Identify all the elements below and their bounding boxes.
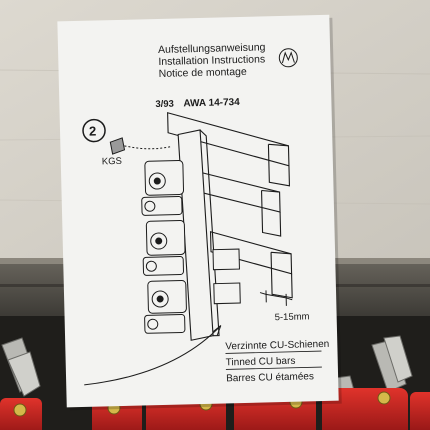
step-number: 2: [89, 124, 97, 139]
mounting-rail-drawing: [177, 129, 220, 341]
header-line-2: Installation Instructions: [158, 53, 265, 68]
caption-line-1: Verzinnte CU-Schienen: [225, 339, 329, 353]
caption-leader-arrow: [84, 325, 222, 386]
part-label: KGS: [102, 156, 122, 167]
busbars-drawing: [167, 112, 293, 299]
caption-line-2: Tinned CU bars: [226, 356, 296, 369]
header-line-3: Notice de montage: [159, 66, 248, 80]
dimension-marker: [259, 290, 293, 306]
step-circle: [82, 118, 106, 143]
kgs-part-drawing: [109, 137, 171, 155]
terminal-components-drawing: [141, 160, 241, 334]
metal-clips: [1, 335, 413, 401]
date-code: 3/93: [155, 99, 174, 110]
doc-number: AWA 14-734: [183, 97, 240, 109]
header-line-1: Aufstellungsanweisung: [158, 41, 266, 56]
dimension-label: 5-15mm: [275, 311, 310, 323]
caption-line-3: Barres CU étamées: [226, 371, 314, 384]
manufacturer-logo: [278, 48, 298, 68]
